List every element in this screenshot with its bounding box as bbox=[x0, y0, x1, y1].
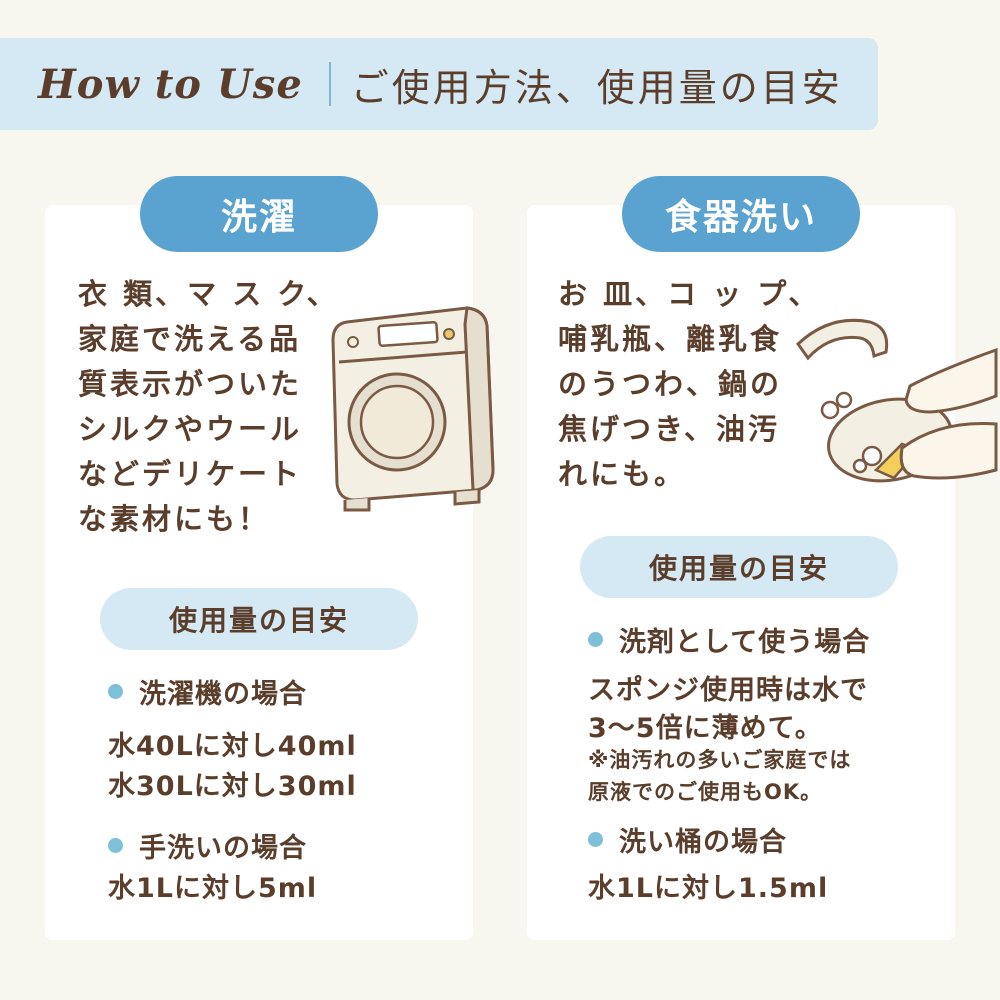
dishes-desc-line: のうつわ、鍋の bbox=[558, 367, 783, 401]
laundry-desc-line: 家庭で洗える品 bbox=[78, 322, 302, 356]
header-title-en: How to Use bbox=[38, 60, 303, 108]
laundry-desc-line: な素材にも！ bbox=[78, 502, 271, 536]
laundry-hand-heading: 手洗いの場合 bbox=[108, 826, 307, 865]
dishes-label: 食器洗い bbox=[622, 176, 860, 252]
laundry-machine-heading: 洗濯機の場合 bbox=[108, 672, 307, 711]
laundry-desc-line: 衣 類、マ ス ク、 bbox=[78, 277, 339, 311]
header-divider bbox=[328, 62, 331, 106]
laundry-desc-line: 質表示がついた bbox=[78, 367, 303, 401]
dishes-desc-line: れにも。 bbox=[558, 457, 687, 491]
dishes-detergent-line: 3〜5倍に薄めて。 bbox=[588, 713, 823, 744]
dishes-desc-line: 焦げつき、油汚 bbox=[558, 412, 780, 446]
laundry-machine-line: 水30Lに対し30ml bbox=[108, 771, 357, 802]
laundry-hand-line: 水1Lに対し5ml bbox=[108, 873, 318, 904]
laundry-machine-heading-text: 洗濯機の場合 bbox=[139, 679, 307, 710]
dishes-tub-line: 水1Lに対し1.5ml bbox=[588, 873, 829, 904]
dishes-detergent-heading: 洗剤として使う場合 bbox=[588, 620, 870, 659]
bullet-dot-icon bbox=[108, 838, 123, 853]
dishes-tub-heading: 洗い桶の場合 bbox=[588, 820, 787, 859]
dishes-desc-line: お 皿、コ ッ プ、 bbox=[558, 277, 821, 311]
dish-washing-icon bbox=[796, 318, 998, 483]
dishes-detergent-note: 原液でのご使用もOK。 bbox=[588, 780, 823, 804]
dishes-detergent-line: スポンジ使用時は水で bbox=[588, 675, 868, 706]
laundry-hand-heading-text: 手洗いの場合 bbox=[139, 833, 307, 864]
laundry-machine-line: 水40Lに対し40ml bbox=[108, 731, 357, 762]
bullet-dot-icon bbox=[588, 832, 603, 847]
washing-machine-icon bbox=[331, 306, 495, 512]
dishes-tub-heading-text: 洗い桶の場合 bbox=[619, 827, 787, 858]
laundry-desc-line: などデリケート bbox=[78, 457, 303, 491]
laundry-description: 衣 類、マ ス ク、 家庭で洗える品 質表示がついた シルクやウール などデリケ… bbox=[78, 272, 339, 542]
dishes-amount-title: 使用量の目安 bbox=[580, 536, 898, 598]
header-title-jp: ご使用方法、使用量の目安 bbox=[350, 65, 843, 110]
dishes-detergent-note: ※油汚れの多いご家庭では bbox=[588, 748, 852, 772]
bullet-dot-icon bbox=[588, 632, 603, 647]
laundry-amount-title: 使用量の目安 bbox=[100, 588, 418, 650]
header-banner: How to Use ご使用方法、使用量の目安 bbox=[0, 38, 878, 130]
bullet-dot-icon bbox=[108, 684, 123, 699]
dishes-description: お 皿、コ ッ プ、 哺乳瓶、離乳食 のうつわ、鍋の 焦げつき、油汚 れにも。 bbox=[558, 272, 821, 497]
dishes-desc-line: 哺乳瓶、離乳食 bbox=[558, 322, 783, 356]
dishes-detergent-heading-text: 洗剤として使う場合 bbox=[619, 627, 871, 658]
laundry-label: 洗濯 bbox=[140, 176, 378, 252]
laundry-desc-line: シルクやウール bbox=[78, 412, 303, 446]
